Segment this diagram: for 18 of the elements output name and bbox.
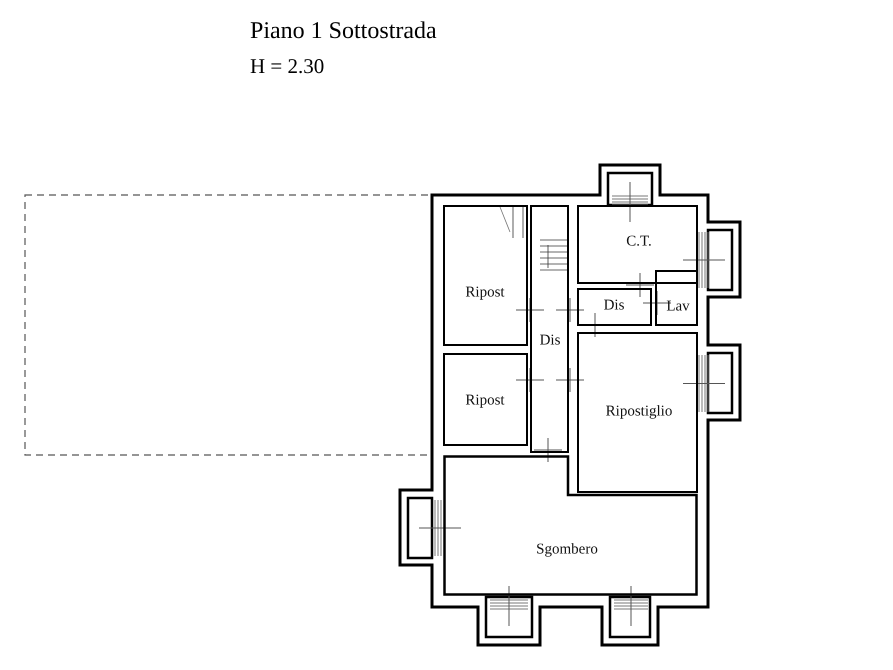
room-outline [577,205,698,284]
room-outline [577,288,652,326]
room-label: Sgombero [536,542,598,558]
room-outline [443,455,698,596]
room-outline [443,205,528,346]
room-outline [577,332,698,493]
plan-title: Piano 1 Sottostrada [250,18,437,45]
room-label: Ripostiglio [606,404,672,420]
height-note: H = 2.30 [250,54,324,79]
room-label: Lav [666,298,690,316]
room-label: Ripost [465,284,505,302]
room-label: C.T. [626,234,652,250]
room-outline [443,353,528,446]
room-label: Dis [540,332,560,350]
room-outline [530,205,569,453]
room-label: Dis [604,298,624,314]
room-label: Ripost [465,392,505,410]
room-outline [655,270,698,326]
